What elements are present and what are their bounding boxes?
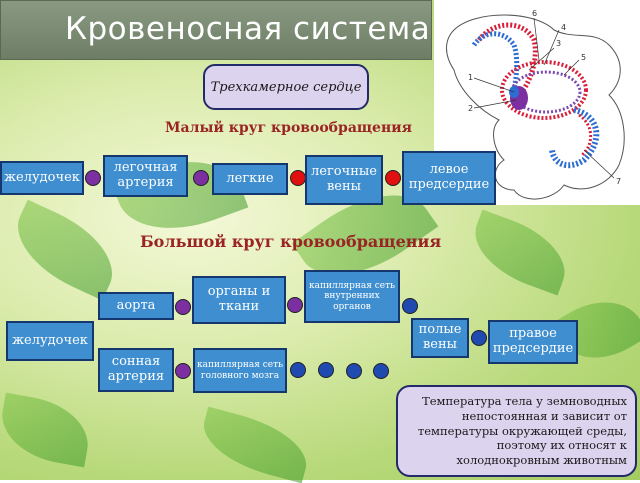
frog-drawing: 1 2 3 4 5 6 7: [446, 9, 625, 200]
lungs-box: легкие: [212, 163, 288, 195]
frog-label-3: 3: [556, 39, 561, 48]
title-bar: Кровеносная система: [0, 0, 432, 60]
big-circle-title: Большой круг кровообращения: [140, 232, 442, 251]
small-ventricle-box: желудочек: [0, 161, 84, 195]
right-atrium-box: правое предсердие: [488, 320, 578, 364]
pulmonary-veins-box: легочные вены: [305, 155, 383, 205]
connector-dot: [175, 299, 191, 315]
frog-label-2: 2: [468, 104, 473, 113]
page-title: Кровеносная система: [65, 11, 431, 47]
frog-label-4: 4: [561, 23, 566, 32]
vena-cava-box: полые вены: [411, 318, 469, 358]
organs-tissues-box: органы и ткани: [192, 276, 286, 324]
connector-dot: [85, 170, 101, 186]
connector-dot: [290, 170, 306, 186]
frog-label-7: 7: [616, 177, 621, 186]
connector-dot: [346, 363, 362, 379]
left-atrium-box: левое предсердие: [402, 151, 496, 205]
capillary-internal-organs-box: капиллярная сеть внутренних органов: [304, 270, 400, 323]
connector-dot: [290, 362, 306, 378]
three-chamber-heart-box: Трехкамерное сердце: [203, 64, 369, 110]
cold-blooded-note: Температура тела у земноводных непостоян…: [396, 385, 637, 477]
connector-dot: [287, 297, 303, 313]
small-circle-title: Малый круг кровообращения: [165, 120, 412, 136]
connector-dot: [373, 363, 389, 379]
big-ventricle-box: желудочек: [6, 321, 94, 361]
frog-label-5: 5: [581, 53, 586, 62]
aorta-box: аорта: [98, 292, 174, 320]
frog-label-1: 1: [468, 73, 473, 82]
connector-dot: [318, 362, 334, 378]
connector-dot: [471, 330, 487, 346]
pulmonary-artery-box: легочная артерия: [103, 155, 188, 197]
carotid-artery-box: сонная артерия: [98, 348, 174, 392]
capillary-brain-box: капиллярная сеть головного мозга: [193, 348, 287, 393]
connector-dot: [385, 170, 401, 186]
connector-dot: [193, 170, 209, 186]
frog-label-6: 6: [532, 9, 537, 18]
connector-dot: [402, 298, 418, 314]
connector-dot: [175, 363, 191, 379]
